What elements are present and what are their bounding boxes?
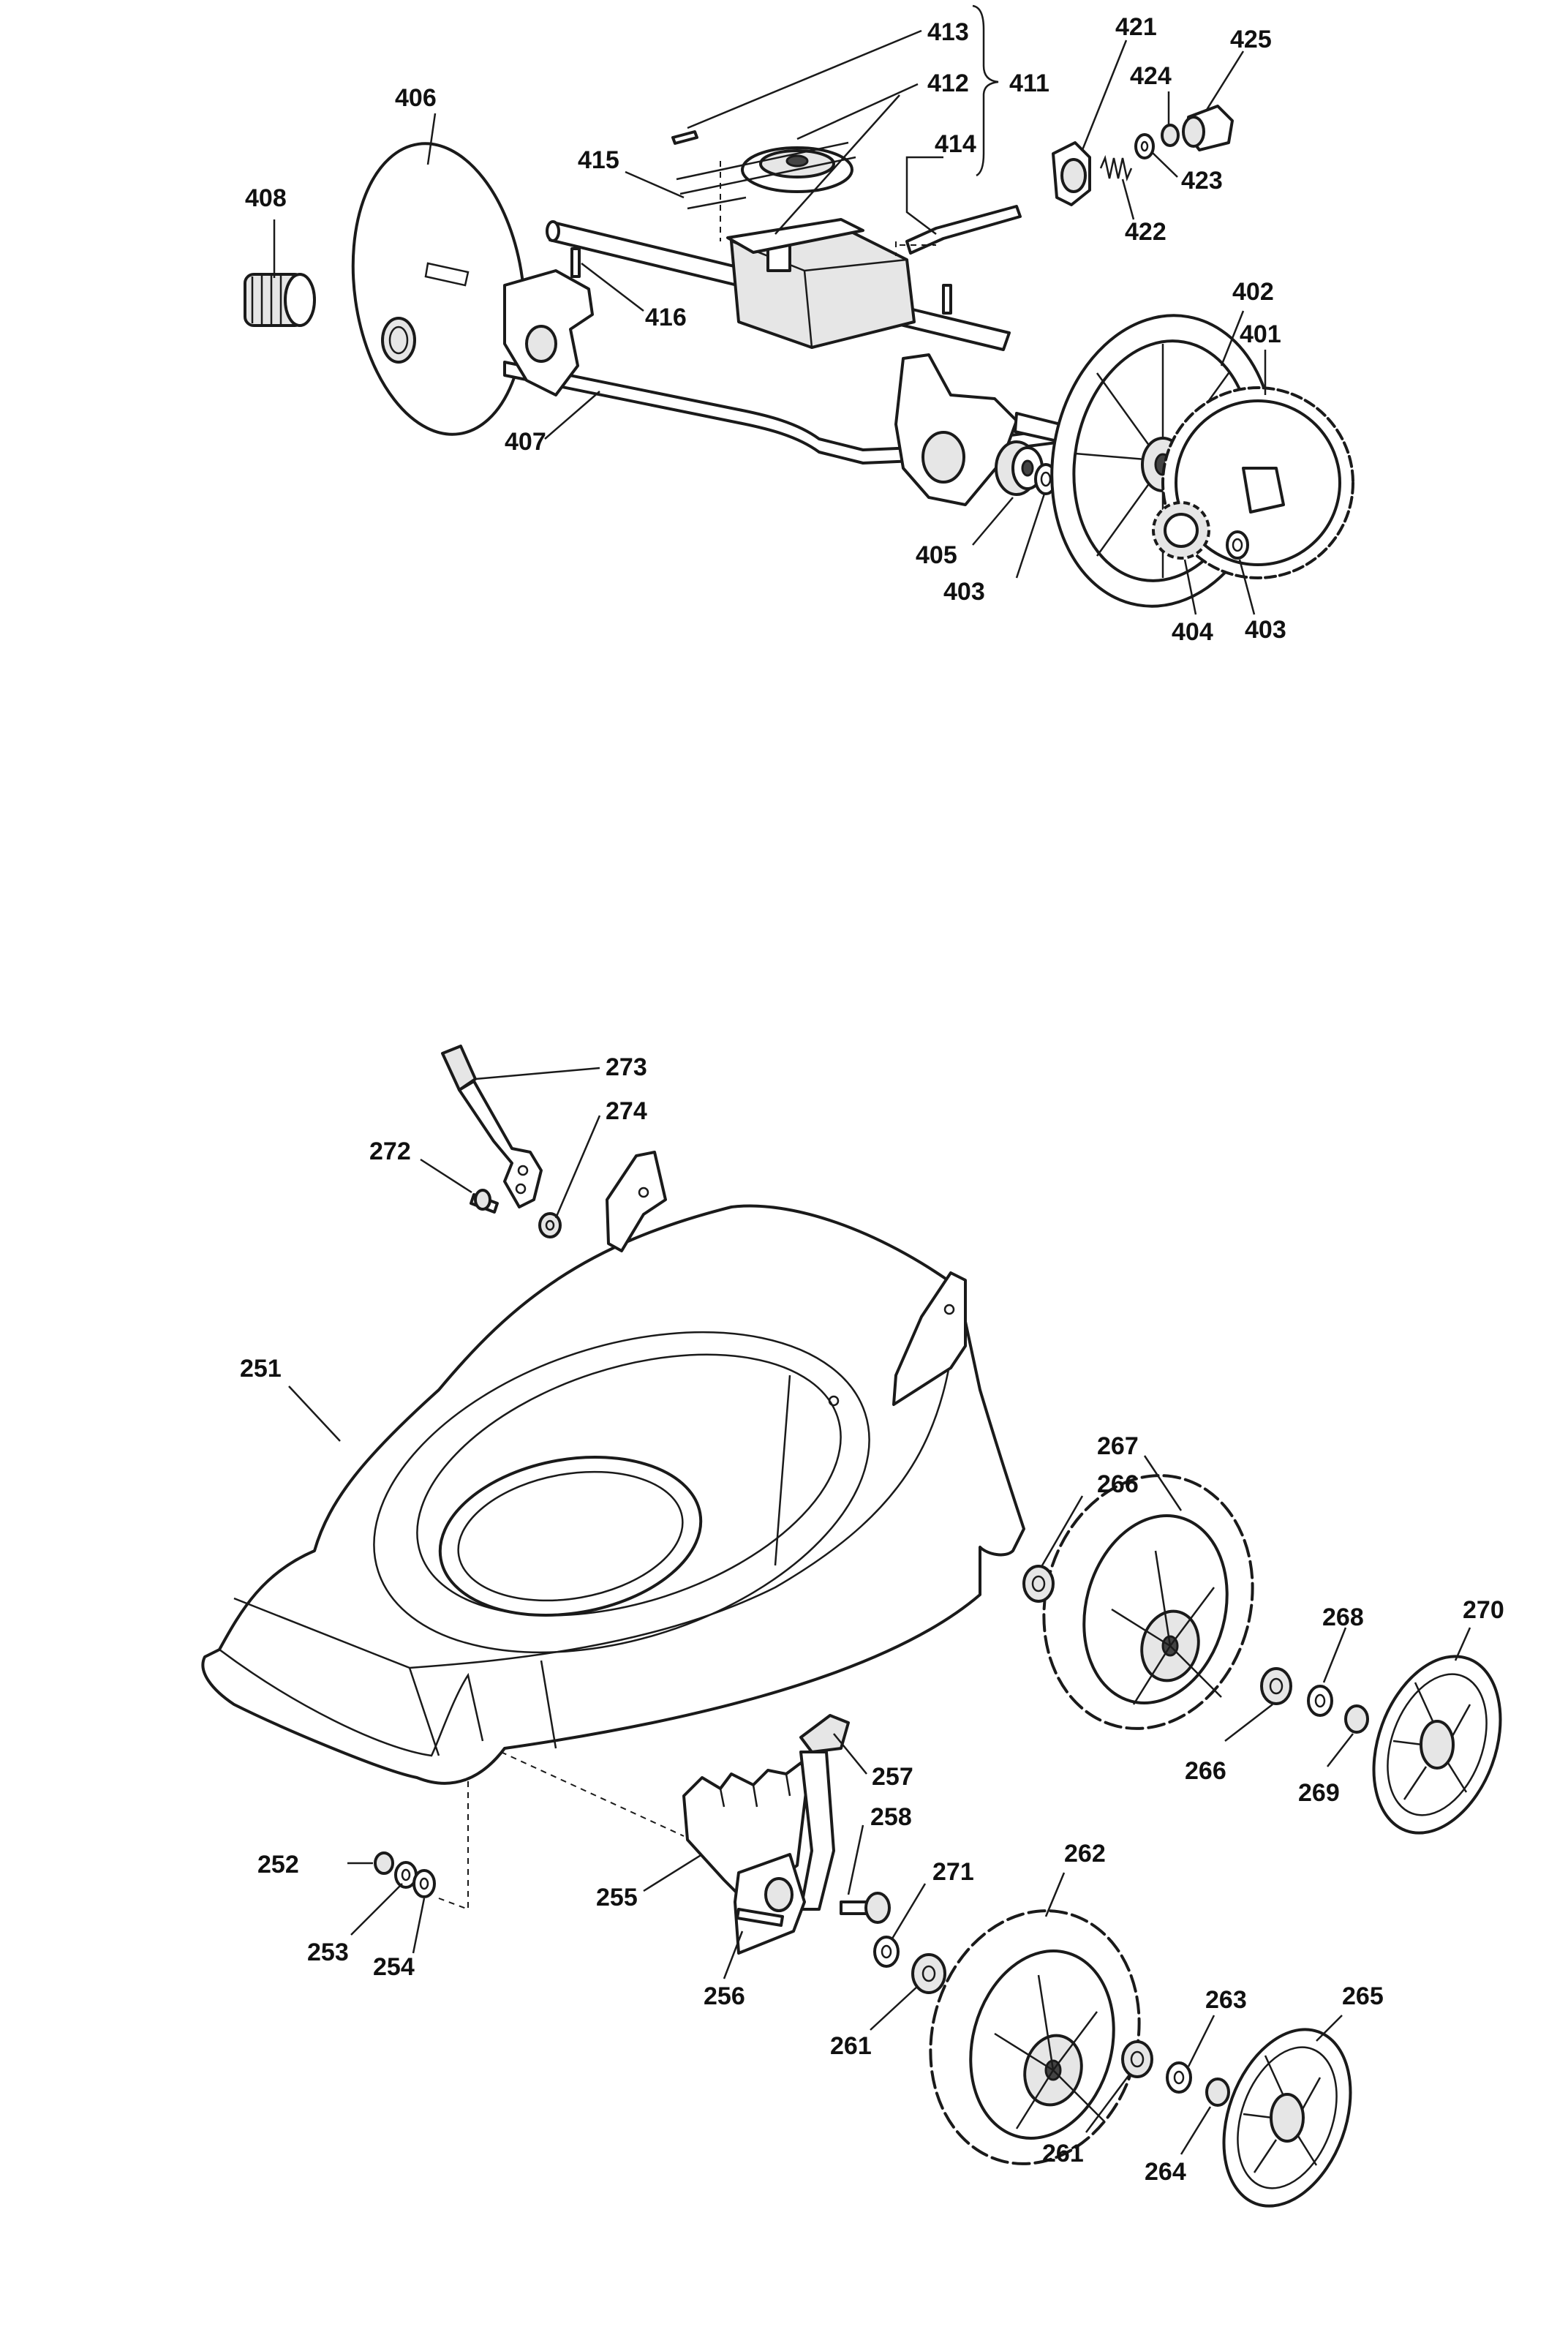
part-251-deck — [201, 1151, 1025, 1785]
part-267-rear-wheel — [1042, 1474, 1254, 1730]
label-401: 401 — [1240, 320, 1281, 348]
label-412: 412 — [927, 69, 969, 97]
label-255: 255 — [596, 1884, 638, 1911]
label-253: 253 — [307, 1939, 349, 1966]
label-251: 251 — [240, 1355, 282, 1383]
part-253-washer — [394, 1861, 418, 1889]
label-252: 252 — [257, 1851, 299, 1879]
label-261-b: 261 — [1042, 2140, 1084, 2167]
label-261-a: 261 — [830, 2032, 872, 2060]
lower-deck-assembly: 273 274 272 251 267 266 268 270 266 269 … — [201, 1045, 1504, 2208]
callouts-lower: 273 274 272 251 267 266 268 270 266 269 … — [240, 1053, 1504, 2186]
label-402: 402 — [1232, 278, 1274, 306]
label-265: 265 — [1342, 1982, 1384, 2010]
part-right-bracket — [894, 353, 1077, 506]
part-252-nut — [374, 1851, 394, 1875]
label-413: 413 — [927, 18, 969, 46]
part-404-small-gear — [1152, 501, 1210, 560]
label-256: 256 — [704, 1982, 745, 2010]
part-423-washer — [1134, 133, 1155, 159]
label-267: 267 — [1097, 1432, 1139, 1460]
label-425: 425 — [1230, 26, 1272, 53]
part-262-front-wheel — [929, 1909, 1141, 2165]
guide-lines-lower — [438, 1751, 685, 1911]
label-264: 264 — [1145, 2158, 1186, 2186]
label-407: 407 — [505, 428, 546, 456]
label-268: 268 — [1322, 1603, 1364, 1631]
label-263: 263 — [1205, 1986, 1247, 2014]
part-403b-washer — [1226, 530, 1249, 560]
part-263-washer — [1166, 2061, 1192, 2094]
label-271: 271 — [932, 1858, 974, 1886]
label-424: 424 — [1130, 62, 1172, 90]
label-414: 414 — [935, 130, 976, 158]
label-405: 405 — [916, 541, 957, 569]
part-270-hubcap — [1372, 1655, 1502, 1835]
part-269-nut — [1344, 1704, 1369, 1734]
label-416: 416 — [645, 304, 687, 331]
part-266a-bearing — [1022, 1565, 1055, 1603]
part-266b-bearing — [1260, 1667, 1292, 1705]
label-403-b: 403 — [1245, 616, 1286, 644]
label-408: 408 — [245, 184, 287, 212]
part-424-nut — [1161, 124, 1180, 147]
label-404: 404 — [1172, 618, 1213, 646]
label-257: 257 — [872, 1763, 913, 1791]
label-269: 269 — [1298, 1779, 1340, 1807]
label-254: 254 — [373, 1953, 415, 1981]
part-256-bracket — [734, 1853, 806, 1955]
part-261a-bearing — [911, 1953, 946, 1994]
part-left-bracket — [503, 269, 594, 396]
label-274: 274 — [606, 1097, 647, 1125]
label-258: 258 — [870, 1803, 912, 1831]
guide-lines-upper — [720, 161, 936, 256]
label-406: 406 — [395, 84, 437, 112]
part-422-spring — [1099, 154, 1133, 182]
leader-lines-upper — [273, 4, 1267, 615]
part-274-nut — [538, 1212, 562, 1238]
label-273: 273 — [606, 1053, 647, 1081]
label-262: 262 — [1064, 1840, 1106, 1868]
part-414-rod — [905, 205, 1022, 255]
part-405-bearing — [995, 440, 1044, 496]
part-421-bushing — [1052, 141, 1091, 206]
part-408-pinion — [244, 273, 316, 327]
part-264-nut — [1205, 2078, 1230, 2107]
part-425-cap — [1182, 105, 1234, 151]
part-412-gearbox — [726, 218, 916, 349]
part-pulley-belt — [671, 130, 856, 210]
label-423: 423 — [1181, 167, 1223, 195]
part-271-washer — [873, 1936, 900, 1968]
part-258-bolt — [840, 1892, 891, 1924]
part-416-pin — [570, 247, 952, 315]
label-415: 415 — [578, 146, 619, 174]
part-268-washer — [1307, 1685, 1333, 1717]
part-406-disc-cover — [351, 142, 527, 436]
label-422: 422 — [1125, 218, 1166, 246]
label-272: 272 — [369, 1138, 411, 1165]
label-266-a: 266 — [1097, 1470, 1139, 1498]
label-421: 421 — [1115, 13, 1157, 41]
leader-lines-lower — [288, 1067, 1471, 2155]
label-270: 270 — [1463, 1596, 1504, 1624]
label-411: 411 — [1009, 69, 1049, 97]
part-261b-bearing — [1121, 2040, 1153, 2078]
callouts-upper: 413 411 412 415 414 406 408 416 407 421 … — [245, 13, 1286, 646]
upper-drive-assembly: 413 411 412 415 414 406 408 416 407 421 … — [244, 4, 1354, 646]
part-272-bolt — [470, 1189, 499, 1214]
label-266-b: 266 — [1185, 1757, 1226, 1785]
part-265-hubcap — [1222, 2028, 1352, 2208]
label-403-a: 403 — [943, 578, 985, 606]
part-257-lever — [799, 1714, 850, 1911]
part-254-washer — [412, 1869, 436, 1898]
